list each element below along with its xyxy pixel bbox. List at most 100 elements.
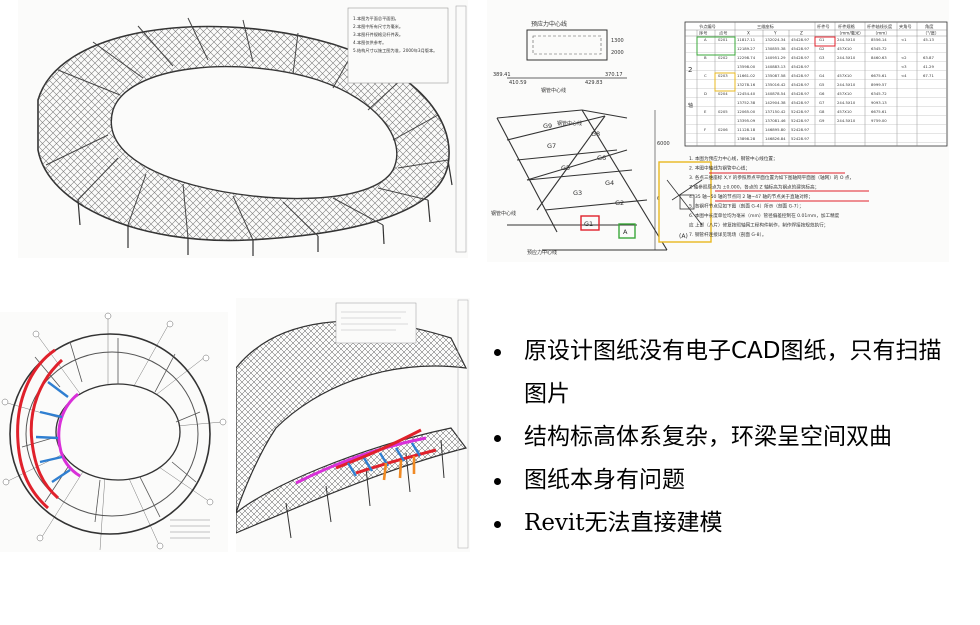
rod-label: G8 — [591, 130, 600, 138]
dim-left-a: 389.41 — [493, 72, 511, 78]
note-line: 2. 本图中轴线为钢管中心线； — [689, 165, 750, 172]
table-cell-z: 52428.97 — [791, 136, 810, 141]
dim-right-a: 429.83 — [585, 80, 603, 86]
table-cell-len: 6675.61 — [871, 109, 887, 114]
table-cell-len: 8999.57 — [871, 82, 887, 87]
table-cell-y: 130855.38 — [765, 46, 786, 51]
th-len: 杆件轴线长度 — [867, 23, 893, 30]
table-cell-len: 8460.63 — [871, 55, 887, 60]
table-cell-y: 135087.58 — [765, 73, 786, 78]
table-cell-rod: G5 — [819, 82, 825, 87]
bullet-dot-icon — [494, 521, 501, 528]
table-cell-x: 13598.00 — [737, 64, 756, 69]
bullet-text: Revit无法直接建模 — [524, 510, 723, 536]
detail-label: (A) — [679, 233, 688, 240]
table-cell-seq: E — [704, 109, 707, 114]
table-cell-spec: 244.5X10 — [837, 55, 856, 60]
scan-note-line: 4.本图仅供参考。 — [353, 39, 386, 46]
table-cell-x: 11128.18 — [737, 127, 756, 132]
table-cell-spec: 244.5X10 — [837, 100, 856, 105]
table-side-label-2: 轴 — [688, 102, 693, 109]
table-cell-len: 6345.72 — [871, 91, 887, 96]
table-cell-spec: 457X10 — [837, 109, 852, 114]
scan-note-line: 3.本图杆件规格见杆件表。 — [353, 31, 403, 38]
th-z: Z — [800, 31, 803, 36]
note-line: 7. 钢管杆连接详见现场（剖面 G-8）。 — [689, 231, 766, 238]
table-cell-seq: A — [704, 37, 707, 42]
table-cell-x: 13898.28 — [737, 136, 756, 141]
rod-label: G6 — [597, 154, 606, 162]
bullet-list: 原设计图纸没有电子CAD图纸，只有扫描图片 结构标高体系复杂，环梁呈空间双曲 图… — [490, 330, 960, 545]
note-line: Z 轴参照原点为 ±0.000，各点的 Z 轴标高为钢点的建筑标高； — [689, 184, 819, 191]
table-cell-y: 140883.13 — [765, 64, 786, 69]
table-cell-z: 52428.97 — [791, 109, 810, 114]
table-cell-z: 45428.97 — [791, 55, 810, 60]
table-cell-rod: G9 — [819, 118, 825, 123]
table-cell-z: 45428.97 — [791, 82, 810, 87]
table-cell-seq: D — [704, 91, 707, 96]
table-cell-pt: 0203 — [718, 73, 728, 78]
label-steel-base: 钢管中心线 — [491, 210, 516, 217]
node-label-a: A — [623, 228, 628, 236]
table-cell-ang-no: <2 — [901, 55, 907, 60]
label-steel-center-a: 钢管中心线 — [541, 87, 566, 94]
scan-note-line: 5.结构尺寸以施工图为准，2000年3月版本。 — [353, 47, 437, 54]
table-cell-pt: 0204 — [718, 91, 728, 96]
rod-label: G4 — [605, 179, 614, 187]
table-cell-z: 52428.97 — [791, 127, 810, 132]
th-spec: 杆件规格 — [838, 23, 856, 30]
table-cell-ang-no: <4 — [901, 73, 907, 78]
table-cell-spec: 457X10 — [837, 91, 852, 96]
dim-right-b: 370.17 — [605, 72, 623, 78]
table-cell-rod: G3 — [819, 55, 825, 60]
rod-label: G7 — [547, 142, 556, 150]
note-line: 6. 本图中长度单位均为毫米（mm）管径偏差控制在 0.01mm，加工精度 — [689, 212, 840, 219]
bullet-item: 原设计图纸没有电子CAD图纸，只有扫描图片 — [490, 330, 960, 416]
th-angle: 角度 — [925, 23, 934, 30]
table-cell-z: 45428.97 — [791, 91, 810, 96]
table-cell-seq: C — [704, 73, 707, 78]
th-coord: 三维座标 — [757, 23, 774, 30]
bullet-item: 图纸本身有问题 — [490, 459, 960, 502]
th-unit-len: （mm） — [873, 31, 890, 36]
table-cell-z: 45428.97 — [791, 37, 810, 42]
table-cell-y: 146826.84 — [765, 136, 786, 141]
th-angno: 夹角号 — [899, 23, 912, 30]
bullet-text: 原设计图纸没有电子CAD图纸，只有扫描图片 — [524, 338, 942, 407]
th-rod: 杆件号 — [817, 23, 830, 30]
table-cell-x: 12189.27 — [737, 46, 756, 51]
th-unit-mm: （mm/毫米） — [837, 30, 863, 37]
dim-height-a: 6000 — [657, 141, 670, 147]
table-cell-pt: 0201 — [718, 37, 728, 42]
scan-stadium-3d-view: 1.本图为平面总平面图。 2.本图中所有尺寸为毫米。 3.本图杆件规格见杆件表。… — [18, 0, 468, 258]
table-cell-x: 12065.00 — [737, 109, 756, 114]
note-line: 1. 本图为预应力中心线，钢管中心线位置； — [689, 155, 778, 162]
note-line: 4. 35 轴~50 轴的节点同 2 轴~47 轴的节点关于直轴对称； — [689, 193, 813, 200]
table-cell-ang: 41.29 — [923, 64, 934, 69]
table-cell-y: 142904.38 — [765, 100, 786, 105]
table-cell-y: 137150.42 — [765, 109, 786, 114]
label-prestress-col: 预应力中心线 — [527, 249, 557, 256]
table-cell-x: 13395.09 — [737, 118, 756, 123]
note-line: 5. 各钢杆节点见如下图（剖面 G-4）所示（剖面 G-7）； — [689, 203, 804, 210]
table-side-label: 2 — [688, 66, 692, 74]
note-line: 应 上部（八片）修复按照轴网工程构件制作，制作焊接按规范执行； — [689, 222, 828, 229]
table-cell-len: 8556.14 — [871, 37, 887, 42]
table-cell-y: 137081.46 — [765, 118, 786, 123]
table-cell-z: 45428.97 — [791, 46, 810, 51]
table-cell-rod: G8 — [819, 109, 825, 114]
th-pt: 点号 — [719, 31, 727, 37]
table-cell-pt: 0206 — [718, 127, 728, 132]
rod-label: G2 — [615, 199, 624, 207]
table-cell-len: 9093.13 — [871, 100, 887, 105]
th-node: 节点编号 — [699, 23, 716, 30]
table-cell-z: 45428.97 — [791, 64, 810, 69]
table-cell-x: 11661.02 — [737, 73, 756, 78]
th-y: Y — [773, 31, 777, 36]
table-cell-y: 132024.34 — [765, 37, 786, 42]
scan-note-line: 1.本图为平面总平面图。 — [353, 15, 399, 22]
dim-box-a: 1300 — [611, 38, 624, 44]
table-cell-z: 45428.97 — [791, 73, 810, 78]
note-line: 3. 各点三维座标 X,Y 的参照原点平面位置为如下图轴网平面图（轴网）的 O … — [689, 174, 854, 181]
scan-stadium-plan-view — [0, 312, 228, 552]
